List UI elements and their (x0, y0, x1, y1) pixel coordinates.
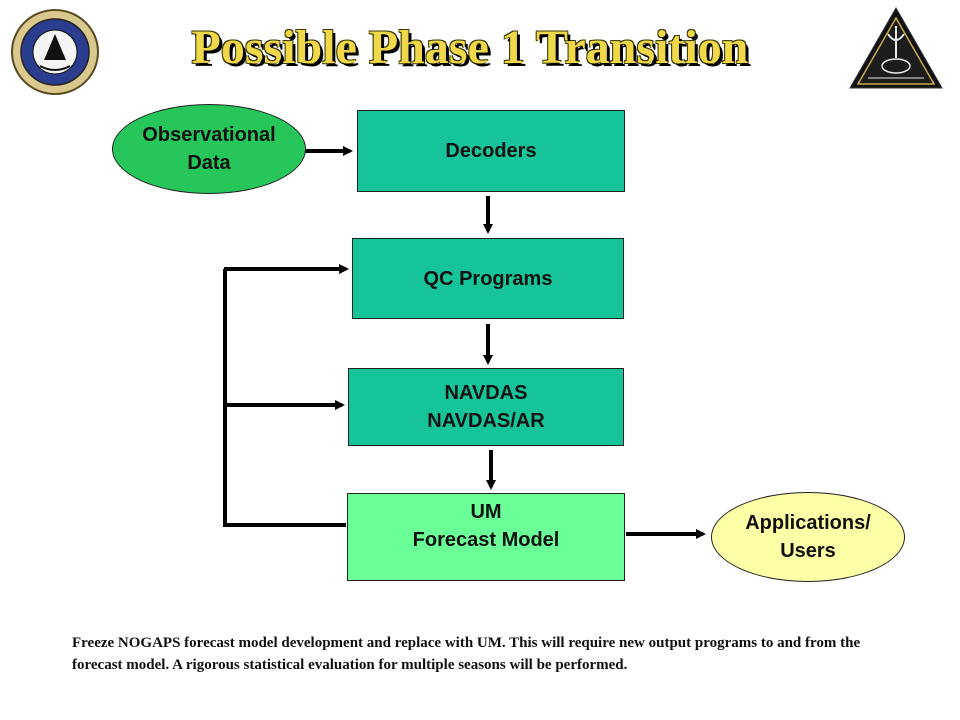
feedback-loop-line (223, 269, 346, 527)
navdas-line2: NAVDAS/AR (427, 410, 545, 432)
um-line1: UM (470, 501, 502, 523)
navdas-box: NAVDAS NAVDAS/AR (348, 368, 624, 446)
um-line2: Forecast Model (412, 529, 560, 551)
decoders-label: Decoders (445, 140, 537, 162)
observational-data-line2: Data (187, 152, 231, 174)
navdas-line1: NAVDAS (444, 382, 528, 404)
um-forecast-model-box: UM Forecast Model (347, 493, 625, 581)
decoders-box: Decoders (357, 110, 625, 192)
left-emblem-logo (11, 9, 99, 95)
observational-data-node: Observational Data (112, 104, 306, 194)
applications-line2: Users (780, 540, 836, 562)
naval-meteorology-command-logo (849, 6, 943, 89)
qc-programs-box: QC Programs (352, 238, 624, 319)
observational-data-line1: Observational (142, 124, 276, 146)
page-title: Possible Phase 1 Transition (191, 21, 749, 74)
qc-programs-label: QC Programs (423, 267, 553, 290)
applications-line1: Applications/ (745, 512, 871, 534)
applications-users-node: Applications/ Users (711, 492, 905, 582)
footnote-text: Freeze NOGAPS forecast model development… (72, 635, 861, 673)
